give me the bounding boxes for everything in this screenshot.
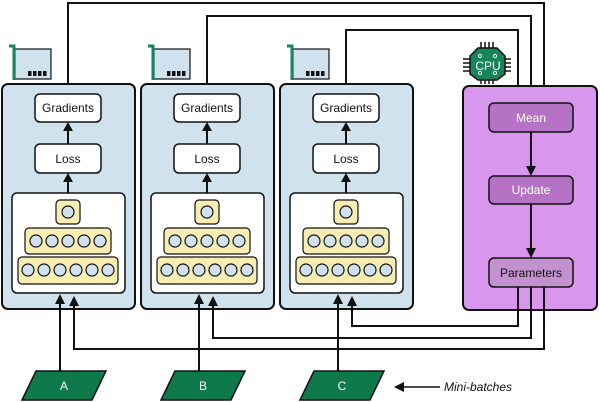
neuron	[331, 263, 345, 277]
arrowhead	[202, 122, 212, 131]
gpu-card-icon	[148, 44, 191, 80]
mean-label: Mean	[516, 111, 546, 125]
neuron	[208, 263, 222, 277]
gradients-box: Gradients	[34, 93, 102, 123]
arrowhead	[194, 294, 204, 304]
model-network	[289, 192, 404, 294]
loss-label: Loss	[55, 152, 80, 166]
minibatches-annotation: Mini-batches	[394, 380, 512, 394]
arrow-left-icon	[394, 382, 404, 392]
neuron	[363, 263, 377, 277]
neuron	[224, 263, 238, 277]
cpu-chip-icon: CPU	[463, 42, 511, 84]
minibatch-c: C	[298, 370, 386, 401]
arrowhead	[526, 248, 536, 258]
parameters-label: Parameters	[500, 266, 562, 280]
arrowhead	[55, 294, 65, 304]
neuron	[240, 263, 254, 277]
gpu-card-icon	[9, 44, 52, 80]
cpu-chip-label: CPU	[475, 59, 500, 73]
neuron	[347, 263, 361, 277]
neuron	[200, 234, 214, 248]
arrowhead	[63, 122, 73, 131]
link-gpu-c-to-mean	[345, 29, 519, 98]
neuron	[192, 263, 206, 277]
neuron	[61, 234, 75, 248]
gradients-label: Gradients	[181, 101, 233, 115]
neuron	[216, 234, 230, 248]
minibatch-label: C	[338, 379, 347, 393]
minibatches-label: Mini-batches	[444, 380, 512, 394]
minibatch-b: B	[159, 370, 247, 401]
model-network	[150, 192, 265, 294]
neuron	[168, 234, 182, 248]
loss-label: Loss	[194, 152, 219, 166]
neuron	[184, 234, 198, 248]
neuron	[21, 263, 35, 277]
neuron	[379, 263, 393, 277]
neuron	[101, 263, 115, 277]
neuron	[69, 263, 83, 277]
neuron	[29, 234, 43, 248]
parameter-links	[73, 287, 545, 350]
neuron	[37, 263, 51, 277]
mean-box: Mean	[488, 102, 574, 133]
neuron	[53, 263, 67, 277]
arrowhead	[526, 166, 536, 176]
neuron	[315, 263, 329, 277]
arrowhead	[63, 173, 73, 182]
link-params-to-gpu-c	[351, 287, 519, 327]
arrowhead	[333, 294, 343, 304]
loss-box: Loss	[312, 143, 380, 174]
neuron	[93, 234, 107, 248]
minibatch-a: A	[20, 370, 108, 401]
neuron	[323, 234, 337, 248]
param-arrowheads	[69, 296, 357, 306]
gradient-links	[67, 2, 545, 98]
neuron	[160, 263, 174, 277]
model-network	[11, 192, 126, 294]
gradients-label: Gradients	[42, 101, 94, 115]
neuron	[339, 234, 353, 248]
neuron	[355, 234, 369, 248]
arrowhead	[202, 173, 212, 182]
loss-box: Loss	[173, 143, 241, 174]
neuron	[307, 234, 321, 248]
parameters-box: Parameters	[488, 257, 574, 288]
gradients-label: Gradients	[320, 101, 372, 115]
neuron	[371, 234, 385, 248]
link-params-to-gpu-a	[73, 287, 545, 350]
gradients-box: Gradients	[173, 93, 241, 123]
loss-label: Loss	[333, 152, 358, 166]
update-box: Update	[488, 175, 574, 205]
link-gpu-b-to-mean	[206, 15, 532, 98]
arrowhead	[341, 173, 351, 182]
neuron	[232, 234, 246, 248]
arrowhead	[341, 122, 351, 131]
minibatch-label: B	[199, 379, 207, 393]
loss-box: Loss	[34, 143, 102, 174]
neuron	[176, 263, 190, 277]
link-params-to-gpu-b	[212, 287, 532, 339]
gpu-card-icon	[287, 44, 330, 80]
neuron	[339, 205, 353, 219]
gradients-box: Gradients	[312, 93, 380, 123]
neuron	[85, 263, 99, 277]
neuron	[299, 263, 313, 277]
neuron	[45, 234, 59, 248]
neuron	[77, 234, 91, 248]
update-label: Update	[512, 183, 551, 197]
minibatch-label: A	[60, 379, 68, 393]
neuron	[61, 205, 75, 219]
neuron	[200, 205, 214, 219]
link-gpu-a-to-mean	[67, 2, 545, 98]
